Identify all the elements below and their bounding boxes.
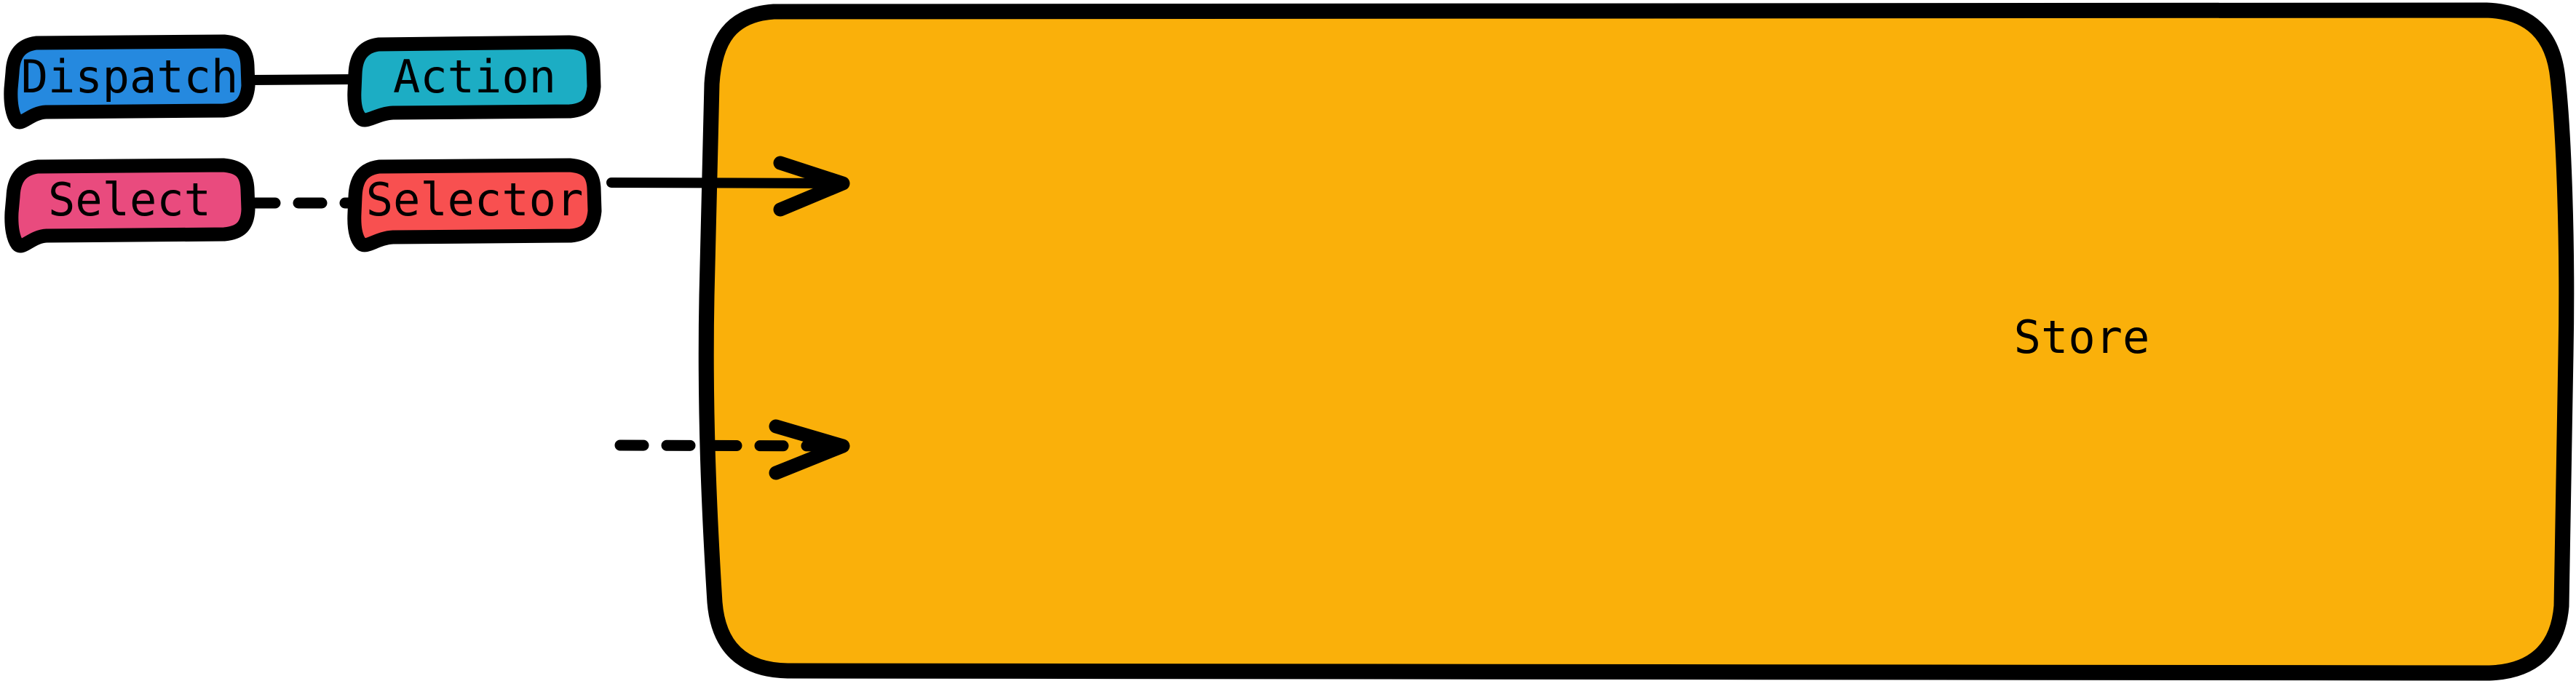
store-label: Store [2014, 311, 2150, 364]
edge-selector-store-line [614, 439, 843, 452]
action-shape [347, 35, 601, 127]
dispatch-shape [4, 34, 255, 130]
edge-action-store-arrowhead [773, 156, 850, 217]
node-selector[interactable]: Selector [347, 158, 602, 252]
dispatch-label: Dispatch [21, 50, 239, 103]
node-dispatch[interactable]: Dispatch [4, 34, 255, 130]
store-shape [698, 2, 2575, 681]
selector-shape [347, 158, 602, 252]
edge-dispatch-action [245, 74, 360, 85]
select-shape [4, 158, 255, 253]
selector-label: Selector [366, 173, 584, 226]
edge-dispatch-action-line [245, 74, 360, 85]
select-label: Select [48, 173, 211, 226]
node-select[interactable]: Select [4, 158, 255, 253]
edge-action-store [606, 156, 850, 217]
node-store[interactable]: Store [698, 2, 2575, 681]
node-action[interactable]: Action [347, 35, 601, 127]
edge-selector-store-arrowhead [769, 419, 850, 480]
action-label: Action [393, 50, 556, 103]
edge-selector-store [614, 419, 850, 480]
